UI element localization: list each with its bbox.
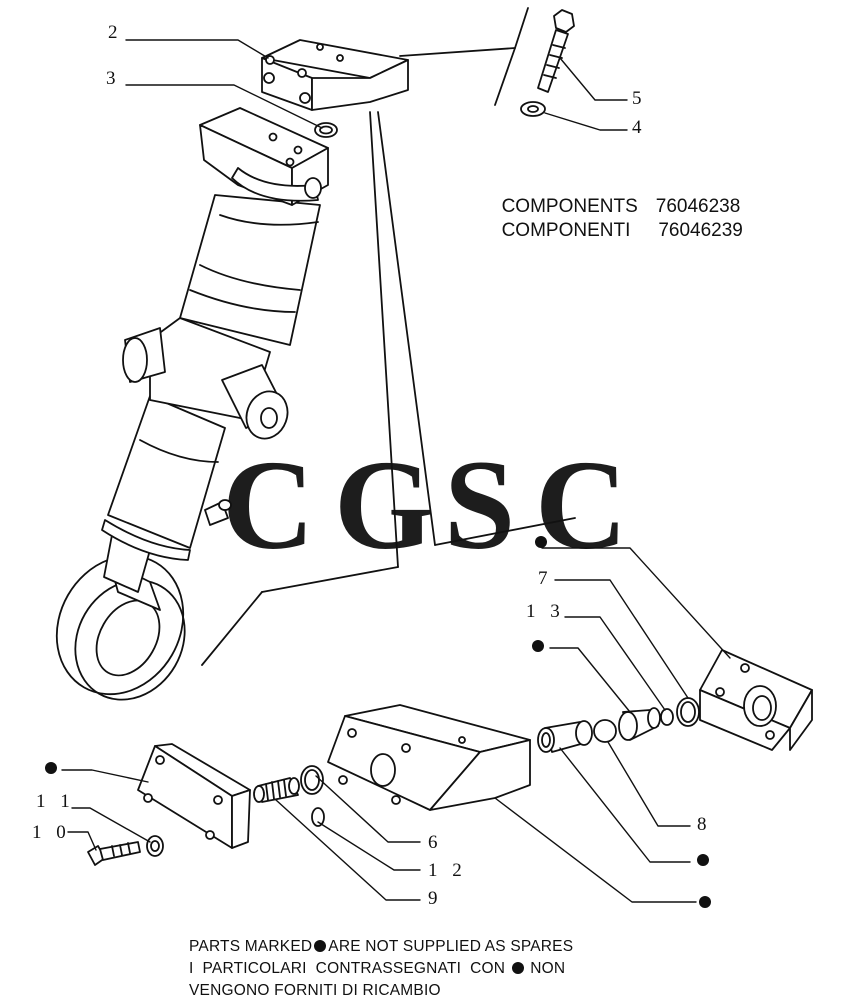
part-13-seal xyxy=(660,708,674,726)
watermark-letter-g: G xyxy=(334,434,434,576)
components-row-1: COMPONENTS 76046238 xyxy=(491,174,741,218)
note-line-1: PARTS MARKED ARE NOT SUPPLIED AS SPARES xyxy=(180,920,573,956)
note-text: VENGONO FORNITI DI RICAMBIO xyxy=(189,982,441,999)
callout-2: 2 xyxy=(108,22,123,43)
part-5-bolt xyxy=(537,9,575,93)
callout-7: 7 xyxy=(538,568,553,589)
callout-3: 3 xyxy=(106,68,121,89)
valve-seat xyxy=(618,707,661,741)
components-row-2: COMPONENTI 76046239 xyxy=(491,198,743,242)
part-9-spring xyxy=(253,777,300,803)
valve-spool xyxy=(537,720,593,753)
callout-6: 6 xyxy=(428,832,443,853)
marker-dot xyxy=(697,854,709,866)
part-8-ball xyxy=(593,719,617,743)
callout-8: 8 xyxy=(697,814,712,835)
callout-4: 4 xyxy=(632,117,647,138)
part-3-o-ring xyxy=(314,122,338,138)
part-4-washer xyxy=(520,101,546,117)
watermark-letter-c2: C xyxy=(535,434,627,576)
note-text: NON xyxy=(530,960,566,977)
componenti-label: COMPONENTI xyxy=(501,220,631,241)
marker-dot xyxy=(45,762,57,774)
note-text: I PARTICOLARI CONTRASSEGNATI CON xyxy=(189,960,506,977)
marker-dot xyxy=(532,640,544,652)
barrel-upper xyxy=(179,194,321,346)
leader-lines xyxy=(61,39,731,903)
barrel-lower xyxy=(107,395,226,549)
marker-dot xyxy=(699,896,711,908)
callout-5: 5 xyxy=(632,88,647,109)
componenti-code: 76046239 xyxy=(658,220,743,241)
hydraulic-cylinder xyxy=(55,107,329,701)
bullet-dot-icon xyxy=(314,940,327,952)
watermark-letter-s: S xyxy=(444,434,515,576)
marker-dot xyxy=(535,536,547,548)
explosion-lines-top xyxy=(201,7,576,666)
cover-plate-left xyxy=(137,743,251,849)
note-line-3: VENGONO FORNITI DI RICAMBIO xyxy=(180,964,441,1000)
note-line-2: I PARTICOLARI CONTRASSEGNATI CON NON xyxy=(180,942,565,978)
part-12-seal xyxy=(311,807,325,827)
rod-eye xyxy=(55,554,186,701)
callout-11: 1 1 xyxy=(36,791,75,812)
callout-9: 9 xyxy=(428,888,443,909)
components-code: 76046238 xyxy=(655,196,741,217)
components-label: COMPONENTS xyxy=(501,196,638,217)
not-supplied-markers xyxy=(45,536,711,908)
cover-plate-right xyxy=(699,649,813,751)
valve-body xyxy=(327,704,531,811)
bullet-dot-icon xyxy=(511,962,524,974)
part-2-valve-block xyxy=(261,39,409,111)
part-10-bolt xyxy=(87,841,141,866)
watermark-logo: C G S C xyxy=(222,434,627,576)
callout-10: 1 0 xyxy=(32,822,71,843)
note-text: ARE NOT SUPPLIED AS SPARES xyxy=(328,938,574,955)
callout-13: 1 3 xyxy=(526,601,565,622)
watermark-letter-c1: C xyxy=(222,434,314,576)
callout-numbers: 2 3 5 4 7 1 3 8 1 1 1 0 6 1 2 9 xyxy=(32,22,712,909)
callout-12: 1 2 xyxy=(428,860,467,881)
note-text: PARTS MARKED xyxy=(189,938,313,955)
